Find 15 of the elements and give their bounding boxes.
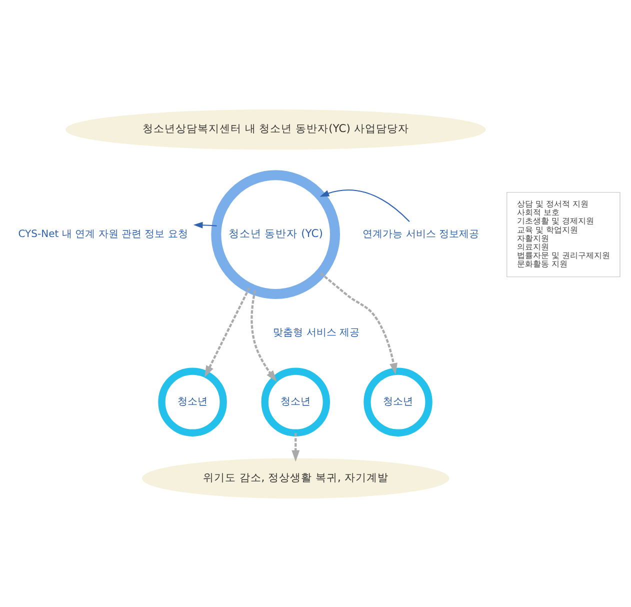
node-circle: 청소년	[158, 367, 227, 436]
node-text: CYS-Net 내 연계 자원 관련 정보 요청	[18, 228, 188, 240]
node-circle: 청소년	[261, 367, 330, 436]
node-circle: 청소년 동반자 (YC)	[211, 170, 340, 298]
node-text: 연계가능 서비스 정보제공	[362, 228, 480, 240]
label: 맞춤형 서비스 제공	[273, 326, 360, 338]
arrow	[204, 287, 250, 377]
arrow	[320, 188, 410, 222]
arrow	[250, 290, 277, 382]
arrow	[320, 272, 398, 374]
node-ellipse: 위기도 감소, 정상생활 복귀, 자기계발	[142, 458, 450, 498]
node-circle: 청소년	[364, 367, 432, 436]
node-ellipse: 청소년상담복지센터 내 청소년 동반자(YC) 사업담당자	[65, 108, 486, 150]
arrow	[292, 432, 300, 462]
arrow	[193, 221, 217, 228]
